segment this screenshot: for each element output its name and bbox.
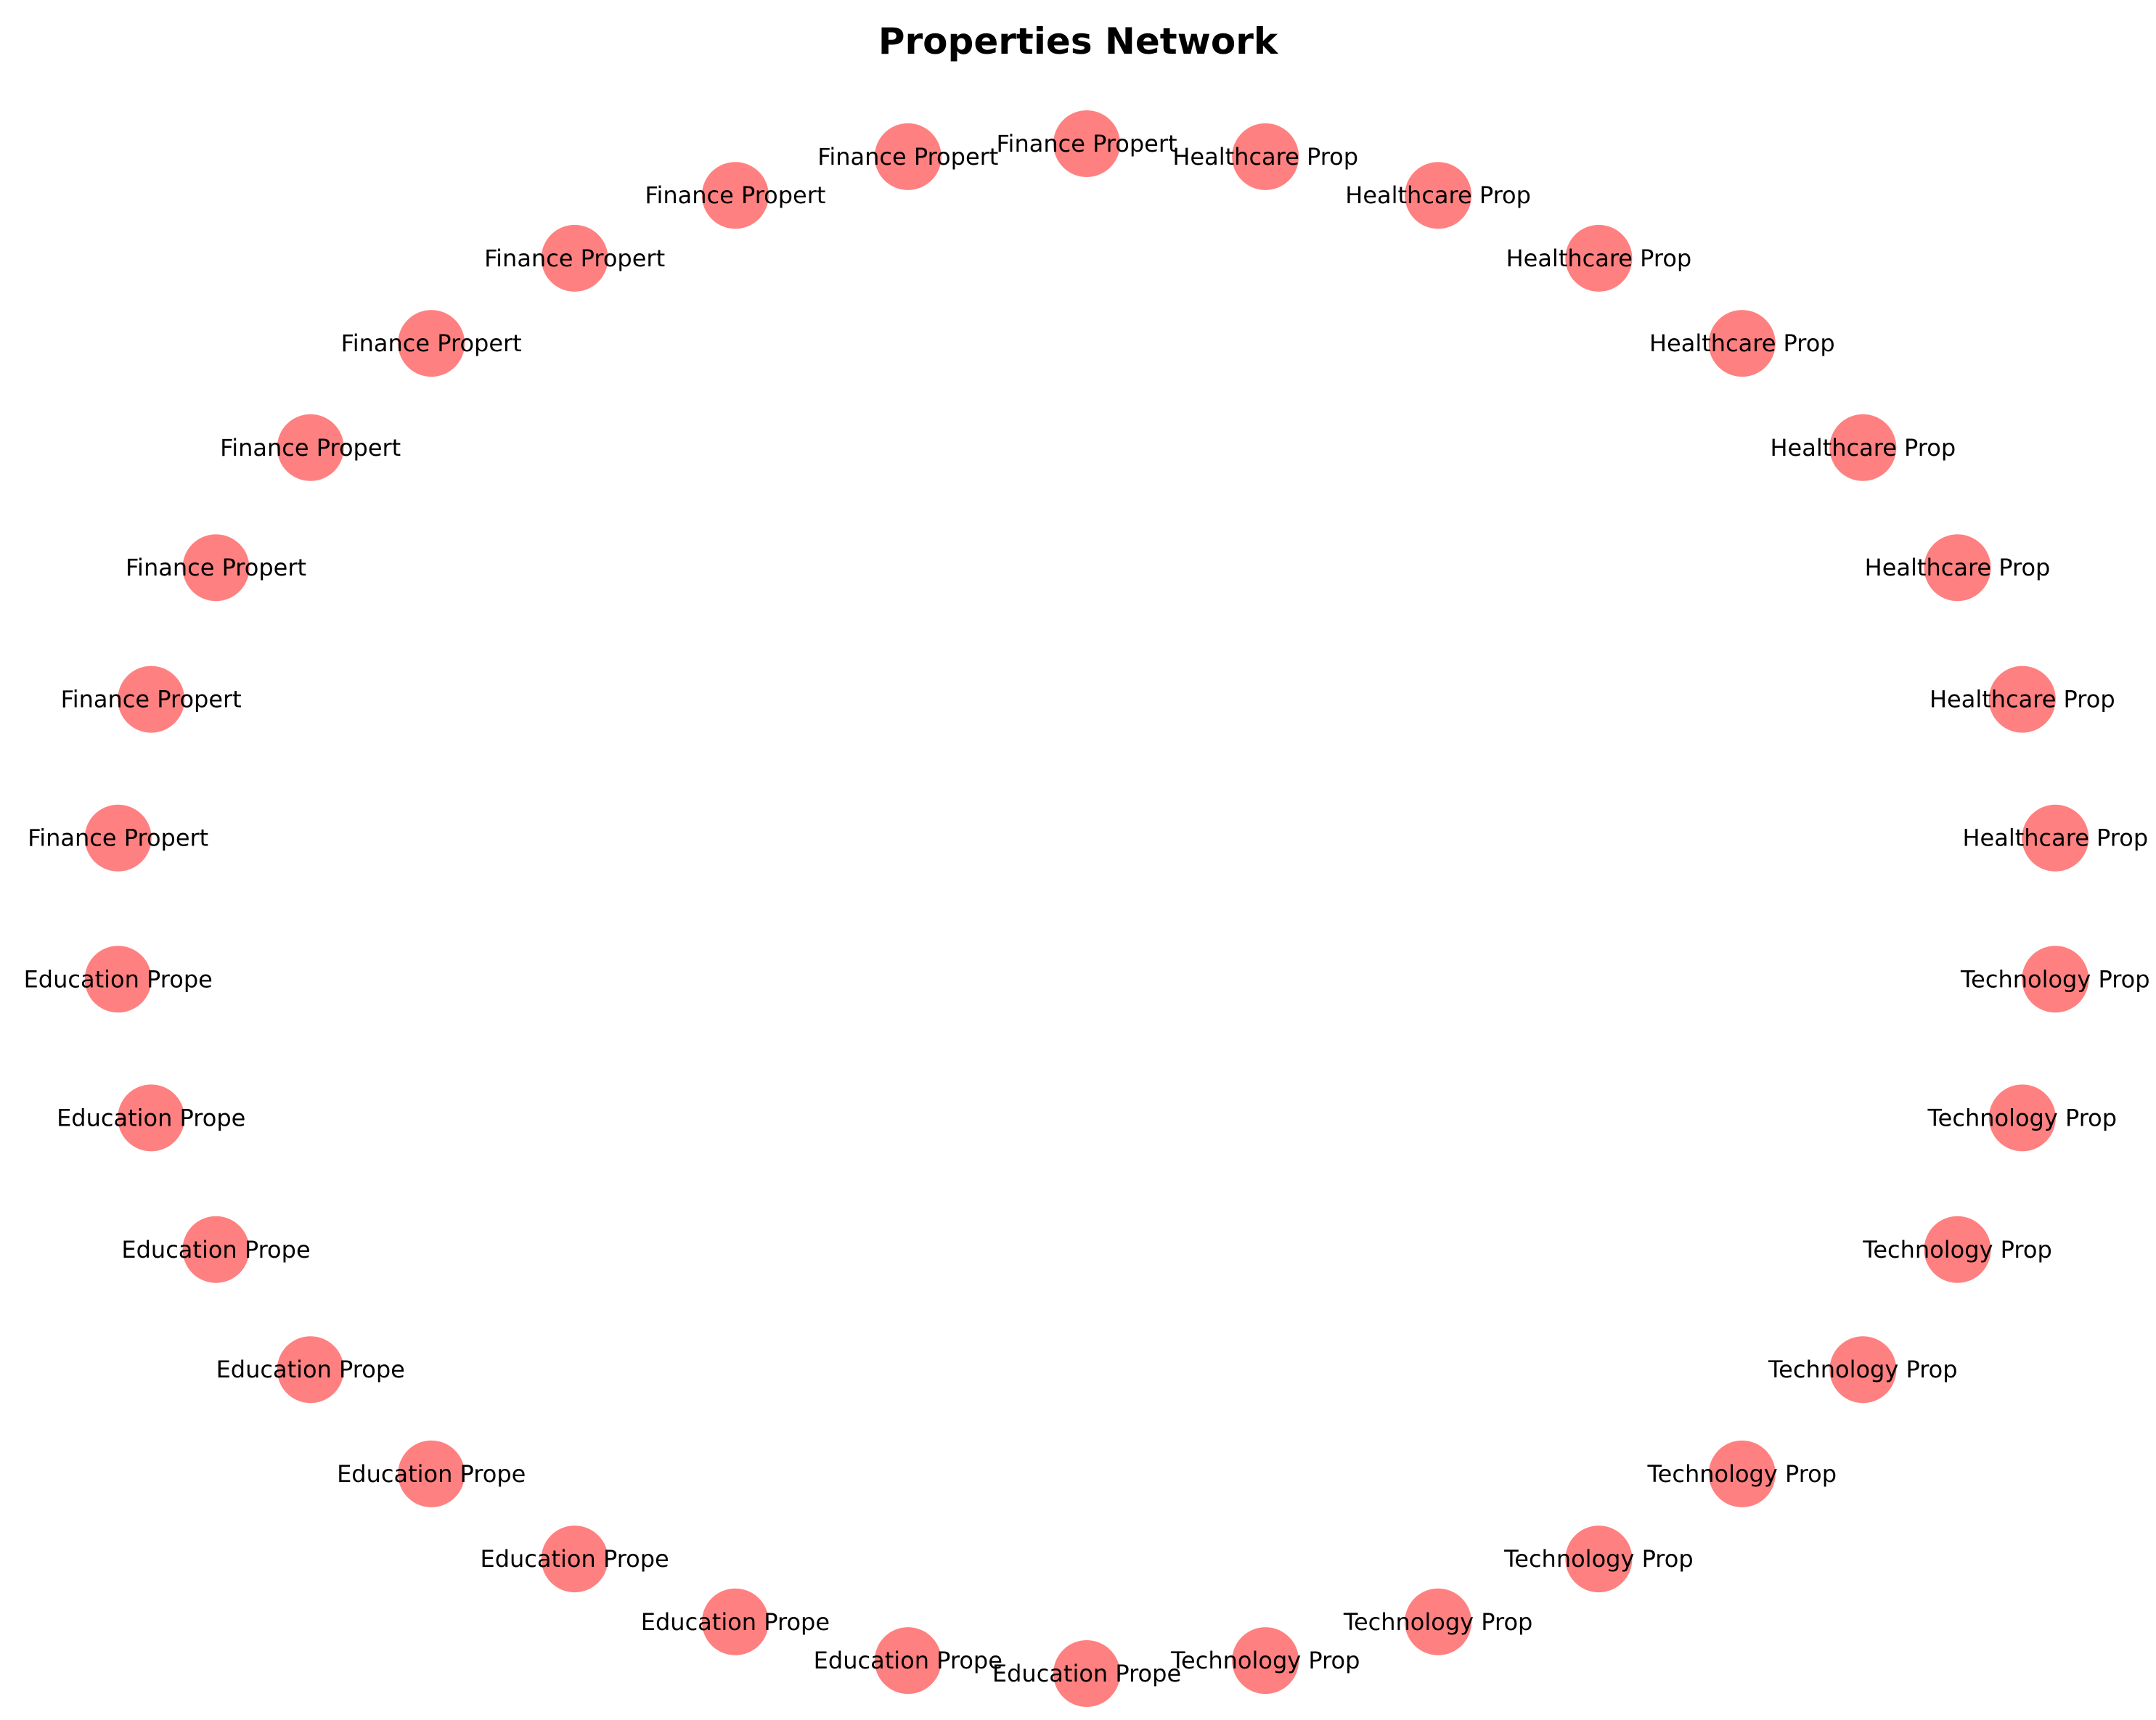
node-label: Education Prope (480, 1545, 669, 1573)
network-node (1053, 1640, 1120, 1707)
node-label: Technology Prop (1960, 965, 2150, 993)
network-node (1829, 414, 1897, 481)
node-label: Healthcare Prop (1930, 686, 2115, 713)
node-label: Finance Propert (341, 329, 522, 357)
network-node (1053, 110, 1120, 177)
network-node (2022, 946, 2089, 1013)
node-label: Healthcare Prop (1649, 329, 1835, 357)
network-node (1924, 534, 1991, 602)
network-node (118, 666, 185, 733)
node-label: Education Prope (24, 965, 213, 993)
network-node (277, 414, 344, 481)
node-label: Healthcare Prop (1865, 554, 2051, 581)
node-label: Finance Propert (817, 143, 998, 171)
network-node (1565, 224, 1633, 292)
node-label: Finance Propert (645, 181, 825, 209)
network-node (1829, 1336, 1897, 1404)
node-label: Technology Prop (1503, 1545, 1694, 1573)
node-label: Technology Prop (1768, 1356, 1958, 1383)
node-label: Education Prope (814, 1647, 1003, 1674)
node-label: Finance Propert (484, 245, 665, 272)
network-node (874, 1627, 942, 1695)
node-label: Healthcare Prop (1345, 181, 1531, 209)
network-node (1232, 123, 1299, 190)
network-node (182, 534, 250, 602)
network-node (541, 1526, 608, 1593)
node-label: Finance Propert (126, 554, 306, 581)
node-label: Education Prope (641, 1608, 830, 1636)
network-node (1708, 310, 1776, 377)
node-label: Healthcare Prop (1172, 143, 1358, 171)
network-node (398, 1440, 465, 1507)
network-node (1405, 162, 1472, 229)
node-label: Technology Prop (1927, 1104, 2118, 1131)
node-label: Healthcare Prop (1962, 824, 2148, 852)
network-node (398, 310, 465, 377)
network-node (701, 162, 769, 229)
network-node (1232, 1627, 1299, 1695)
network-node (84, 946, 152, 1013)
network-node (1565, 1526, 1633, 1593)
network-node (874, 123, 942, 190)
network-node (182, 1216, 250, 1283)
node-label: Technology Prop (1170, 1647, 1360, 1674)
node-layer (84, 110, 2089, 1707)
node-label: Finance Propert (61, 686, 242, 713)
network-node (1924, 1216, 1991, 1283)
node-label: Healthcare Prop (1506, 245, 1692, 272)
node-label: Technology Prop (1343, 1608, 1533, 1636)
chart-title: Properties Network (878, 20, 1279, 62)
network-node (1708, 1440, 1776, 1507)
network-node (701, 1588, 769, 1655)
node-label: Education Prope (216, 1356, 405, 1383)
node-label: Healthcare Prop (1770, 434, 1956, 462)
node-label: Education Prope (121, 1236, 310, 1264)
network-node (1988, 666, 2056, 733)
node-label: Education Prope (57, 1104, 245, 1131)
node-label: Education Prope (992, 1660, 1181, 1687)
network-node (1405, 1588, 1472, 1655)
network-node (118, 1084, 185, 1152)
node-label: Finance Propert (220, 434, 401, 462)
network-node (541, 224, 608, 292)
node-label: Technology Prop (1862, 1236, 2052, 1264)
node-label: Technology Prop (1647, 1460, 1837, 1488)
network-node (84, 804, 152, 872)
network-node (2022, 804, 2089, 872)
node-label: Education Prope (337, 1460, 526, 1488)
node-label: Finance Propert (28, 824, 208, 852)
network-node (1988, 1084, 2056, 1152)
node-label: Finance Propert (996, 130, 1177, 157)
network-node (277, 1336, 344, 1404)
